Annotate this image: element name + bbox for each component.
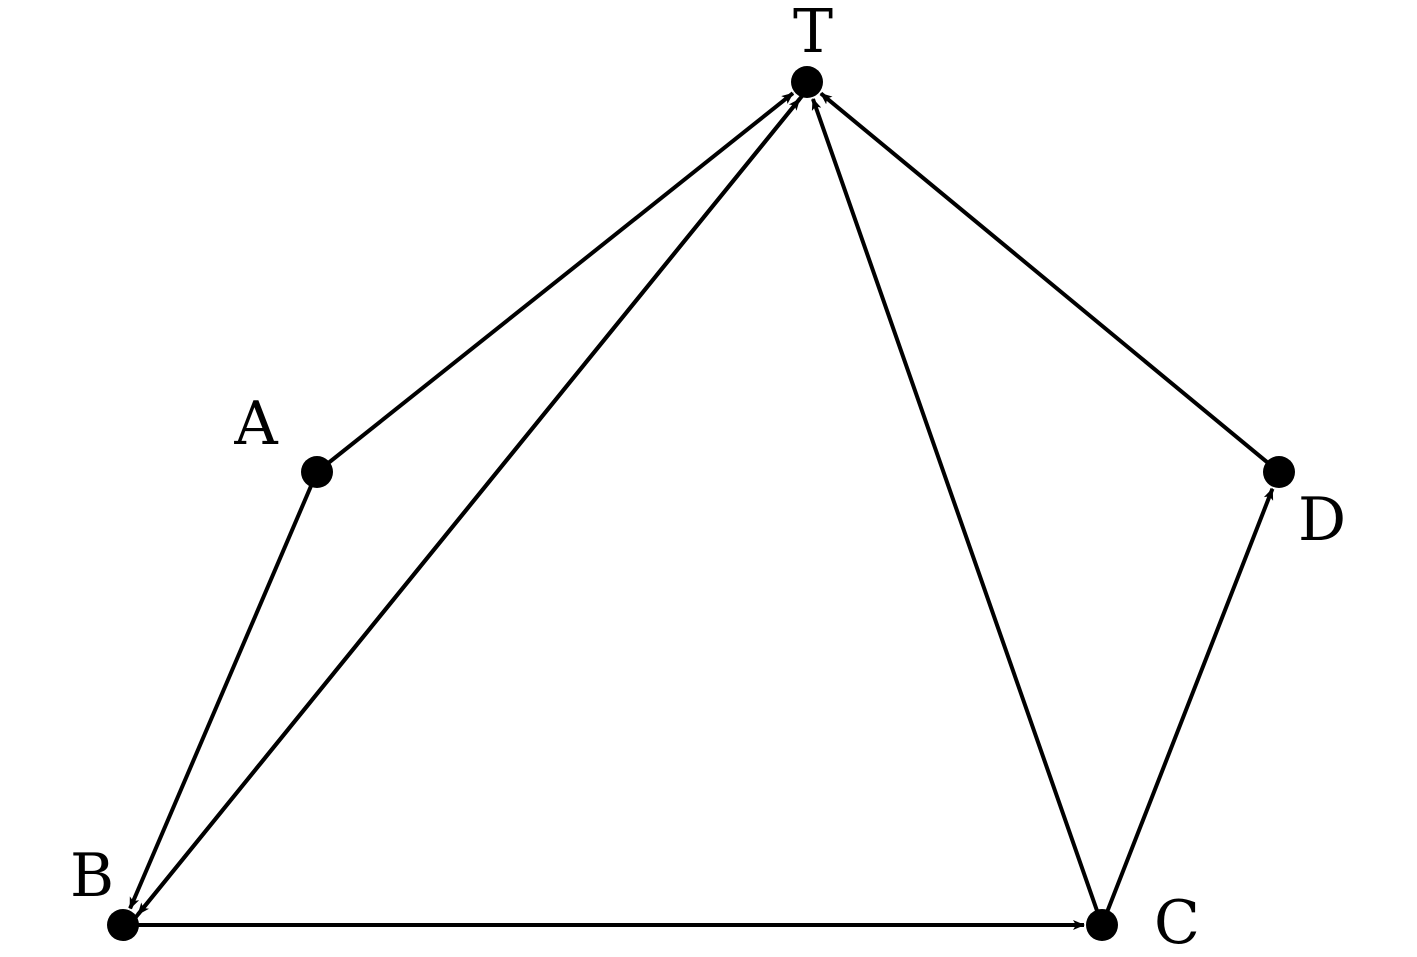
node-layer [107, 66, 1295, 941]
node-label-d: D [1298, 485, 1346, 555]
edge-a-to-b [128, 471, 319, 910]
node-label-b: B [70, 841, 114, 911]
edge-b-to-t [125, 97, 802, 930]
node-a [301, 456, 333, 488]
node-b [107, 909, 139, 941]
node-label-c: C [1154, 888, 1200, 957]
label-layer: T A B C D [70, 0, 1346, 957]
node-d [1263, 456, 1295, 488]
edge-c-to-d [1100, 487, 1275, 926]
edge-d-to-t [819, 91, 1281, 474]
node-label-a: A [233, 389, 278, 459]
edge-a-to-t [315, 91, 795, 474]
node-c [1086, 909, 1118, 941]
node-t [791, 66, 823, 98]
node-label-t: T [793, 0, 833, 67]
edge-layer [123, 83, 1281, 930]
edge-c-to-t [811, 98, 1104, 926]
